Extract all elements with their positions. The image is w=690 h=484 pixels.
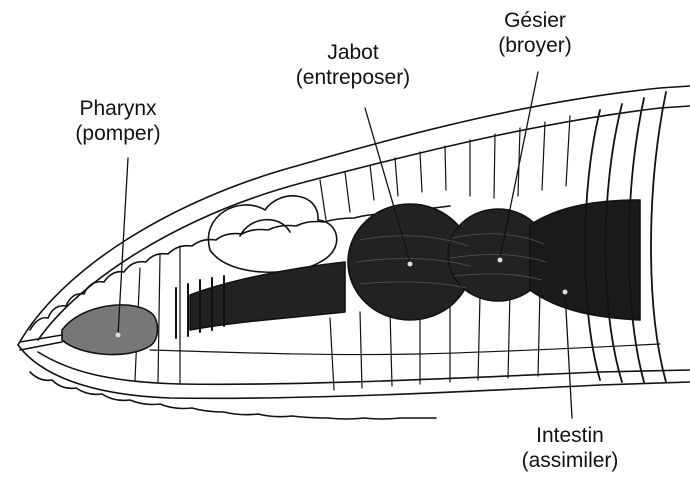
label-pharynx-role: (pomper) [48,121,188,146]
mouth [20,335,62,350]
label-intestin-name: Intestin [500,423,640,448]
pharynx [62,305,158,355]
pointer-tip-intestin [563,290,568,295]
label-pharynx-name: Pharynx [48,96,188,121]
label-gesier: Gésier (broyer) [470,8,600,58]
label-gesier-name: Gésier [470,8,600,33]
ventral-nerve [150,344,660,355]
pointer-tip-pharynx [116,333,121,338]
label-pharynx: Pharynx (pomper) [48,96,188,146]
label-gesier-role: (broyer) [470,33,600,58]
label-jabot: Jabot (entreposer) [268,40,438,90]
pointer-tip-jabot [408,262,413,267]
pointer-tip-gesier [498,258,503,263]
label-intestin-role: (assimiler) [500,448,640,473]
label-jabot-name: Jabot [268,40,438,65]
label-intestin: Intestin (assimiler) [500,423,640,473]
pointer-intestin [565,292,572,418]
label-jabot-role: (entreposer) [268,65,438,90]
